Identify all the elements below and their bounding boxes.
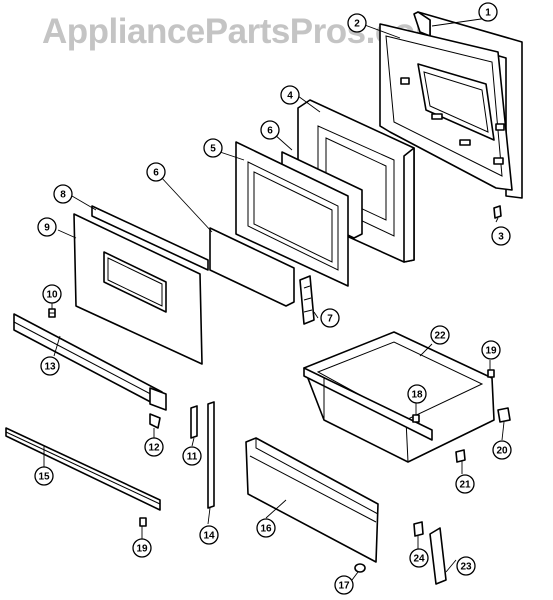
callout-label-part-12: 12	[148, 443, 160, 454]
callout-circle-part-17	[334, 575, 354, 595]
watermark: AppliancePartsPros.com	[42, 12, 446, 51]
drawer-foot	[354, 563, 366, 573]
callout-circle-part-18	[407, 384, 427, 404]
callout-circle-part-22	[430, 325, 450, 345]
callout-label-part-22: 22	[434, 331, 446, 342]
drawer-stop	[497, 407, 511, 423]
callout-label-part-1: 1	[485, 8, 491, 19]
inner-door-panel	[379, 23, 513, 191]
callout-label-part-21: 21	[459, 480, 471, 491]
callout-circle-part-3	[491, 226, 511, 246]
callout-circle-part-11	[182, 446, 202, 466]
callout-circle-part-10	[42, 284, 62, 304]
callout-circle-part-16	[256, 518, 276, 538]
callout-circle-part-24	[409, 548, 429, 568]
hinge-bracket	[299, 275, 315, 325]
drawer-clip	[455, 449, 466, 463]
callout-label-part-18: 18	[411, 390, 423, 401]
callout-circle-part-5	[203, 138, 223, 158]
callout-label-part-6a: 6	[267, 126, 273, 137]
callout-label-part-4: 4	[287, 91, 293, 102]
callout-label-part-7: 7	[327, 314, 333, 325]
callout-label-part-19a: 19	[136, 544, 148, 555]
callout-label-part-2: 2	[354, 19, 360, 30]
leader-lines	[43, 17, 505, 581]
screw-19-right	[487, 369, 495, 378]
callout-circle-part-20	[492, 440, 512, 460]
screw-19-left	[139, 517, 147, 527]
callout-label-part-11: 11	[187, 452, 198, 463]
callout-label-part-17: 17	[338, 581, 350, 592]
callout-label-part-9: 9	[44, 223, 50, 234]
callout-label-part-6b: 6	[153, 168, 159, 179]
screw-10	[48, 308, 56, 318]
side-trim-strip	[190, 405, 198, 439]
callout-circle-part-7	[320, 308, 340, 328]
outer-door-panel	[73, 213, 203, 365]
callout-label-part-10: 10	[46, 290, 58, 301]
callout-circle-part-19b	[481, 340, 501, 360]
small-clip	[413, 521, 424, 537]
callout-label-part-23: 23	[460, 562, 472, 573]
door-handle-rail	[13, 313, 167, 411]
callout-label-part-5: 5	[210, 144, 216, 155]
callout-label-part-24: 24	[413, 554, 425, 565]
door-frame-panel	[235, 141, 349, 287]
callout-group: 1234566789101112131415161718191920212223…	[34, 2, 512, 595]
callout-label-part-13: 13	[44, 362, 56, 373]
handle-clip	[149, 413, 161, 429]
callout-circle-part-23	[456, 556, 476, 576]
callout-circle-part-2	[347, 13, 367, 33]
callout-circle-part-14	[199, 525, 219, 545]
callout-circle-part-1	[478, 2, 498, 22]
window-glass-front	[209, 227, 295, 307]
callout-circle-part-6b	[146, 162, 166, 182]
callout-label-part-3: 3	[498, 232, 504, 243]
callout-circle-part-12	[144, 437, 164, 457]
lower-rail	[5, 427, 161, 511]
callout-label-part-19b: 19	[485, 346, 497, 357]
callout-circle-part-6a	[260, 120, 280, 140]
callout-circle-part-9	[37, 217, 57, 237]
callout-circle-part-15	[34, 466, 54, 486]
storage-drawer	[303, 331, 495, 463]
drawer-front-panel	[245, 437, 379, 563]
callout-label-part-16: 16	[260, 524, 272, 535]
callout-circle-part-13	[40, 356, 60, 376]
callout-circle-part-8	[53, 184, 73, 204]
frame-clip	[493, 205, 502, 219]
callout-circle-part-19a	[132, 538, 152, 558]
vertical-trim-strip	[207, 401, 215, 509]
callout-circle-part-4	[280, 85, 300, 105]
callout-label-part-14: 14	[203, 531, 215, 542]
callout-circle-part-21	[455, 474, 475, 494]
callout-label-part-8: 8	[60, 190, 66, 201]
drawer-side-strip	[429, 527, 447, 585]
callout-label-part-15: 15	[38, 472, 50, 483]
screw-18	[412, 414, 420, 423]
callout-label-part-20: 20	[496, 446, 508, 457]
door-top-trim	[91, 205, 209, 271]
